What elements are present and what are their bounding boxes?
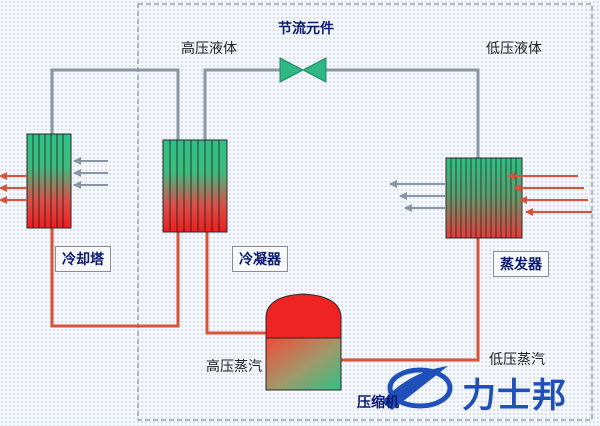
vapor-piping <box>50 228 480 362</box>
evaporator-icon <box>445 157 523 239</box>
high-pressure-vapor-label: 高压蒸汽 <box>206 359 262 375</box>
compressor-label: 压缩机 <box>357 395 399 411</box>
evaporator-arrows <box>389 172 592 216</box>
throttle-element-label: 节流元件 <box>278 21 334 37</box>
liquid-piping <box>50 68 480 158</box>
cooling-tower-icon <box>26 133 72 229</box>
low-pressure-liquid-label: 低压液体 <box>486 41 542 57</box>
brand-logo-icon <box>382 366 453 410</box>
condenser-icon <box>162 139 228 233</box>
condenser-label: 冷凝器 <box>232 246 288 272</box>
brand-logo-text: 力士邦 <box>462 376 567 416</box>
cooling-tower-arrows <box>0 157 108 204</box>
throttle-valve-icon <box>279 57 327 83</box>
evaporator-label: 蒸发器 <box>493 251 549 277</box>
cooling-tower-label: 冷却塔 <box>55 246 111 272</box>
low-pressure-vapor-label: 低压蒸汽 <box>489 352 545 368</box>
high-pressure-liquid-label: 高压液体 <box>181 41 237 57</box>
system-boundary <box>137 3 593 421</box>
compressor-icon <box>265 293 342 391</box>
